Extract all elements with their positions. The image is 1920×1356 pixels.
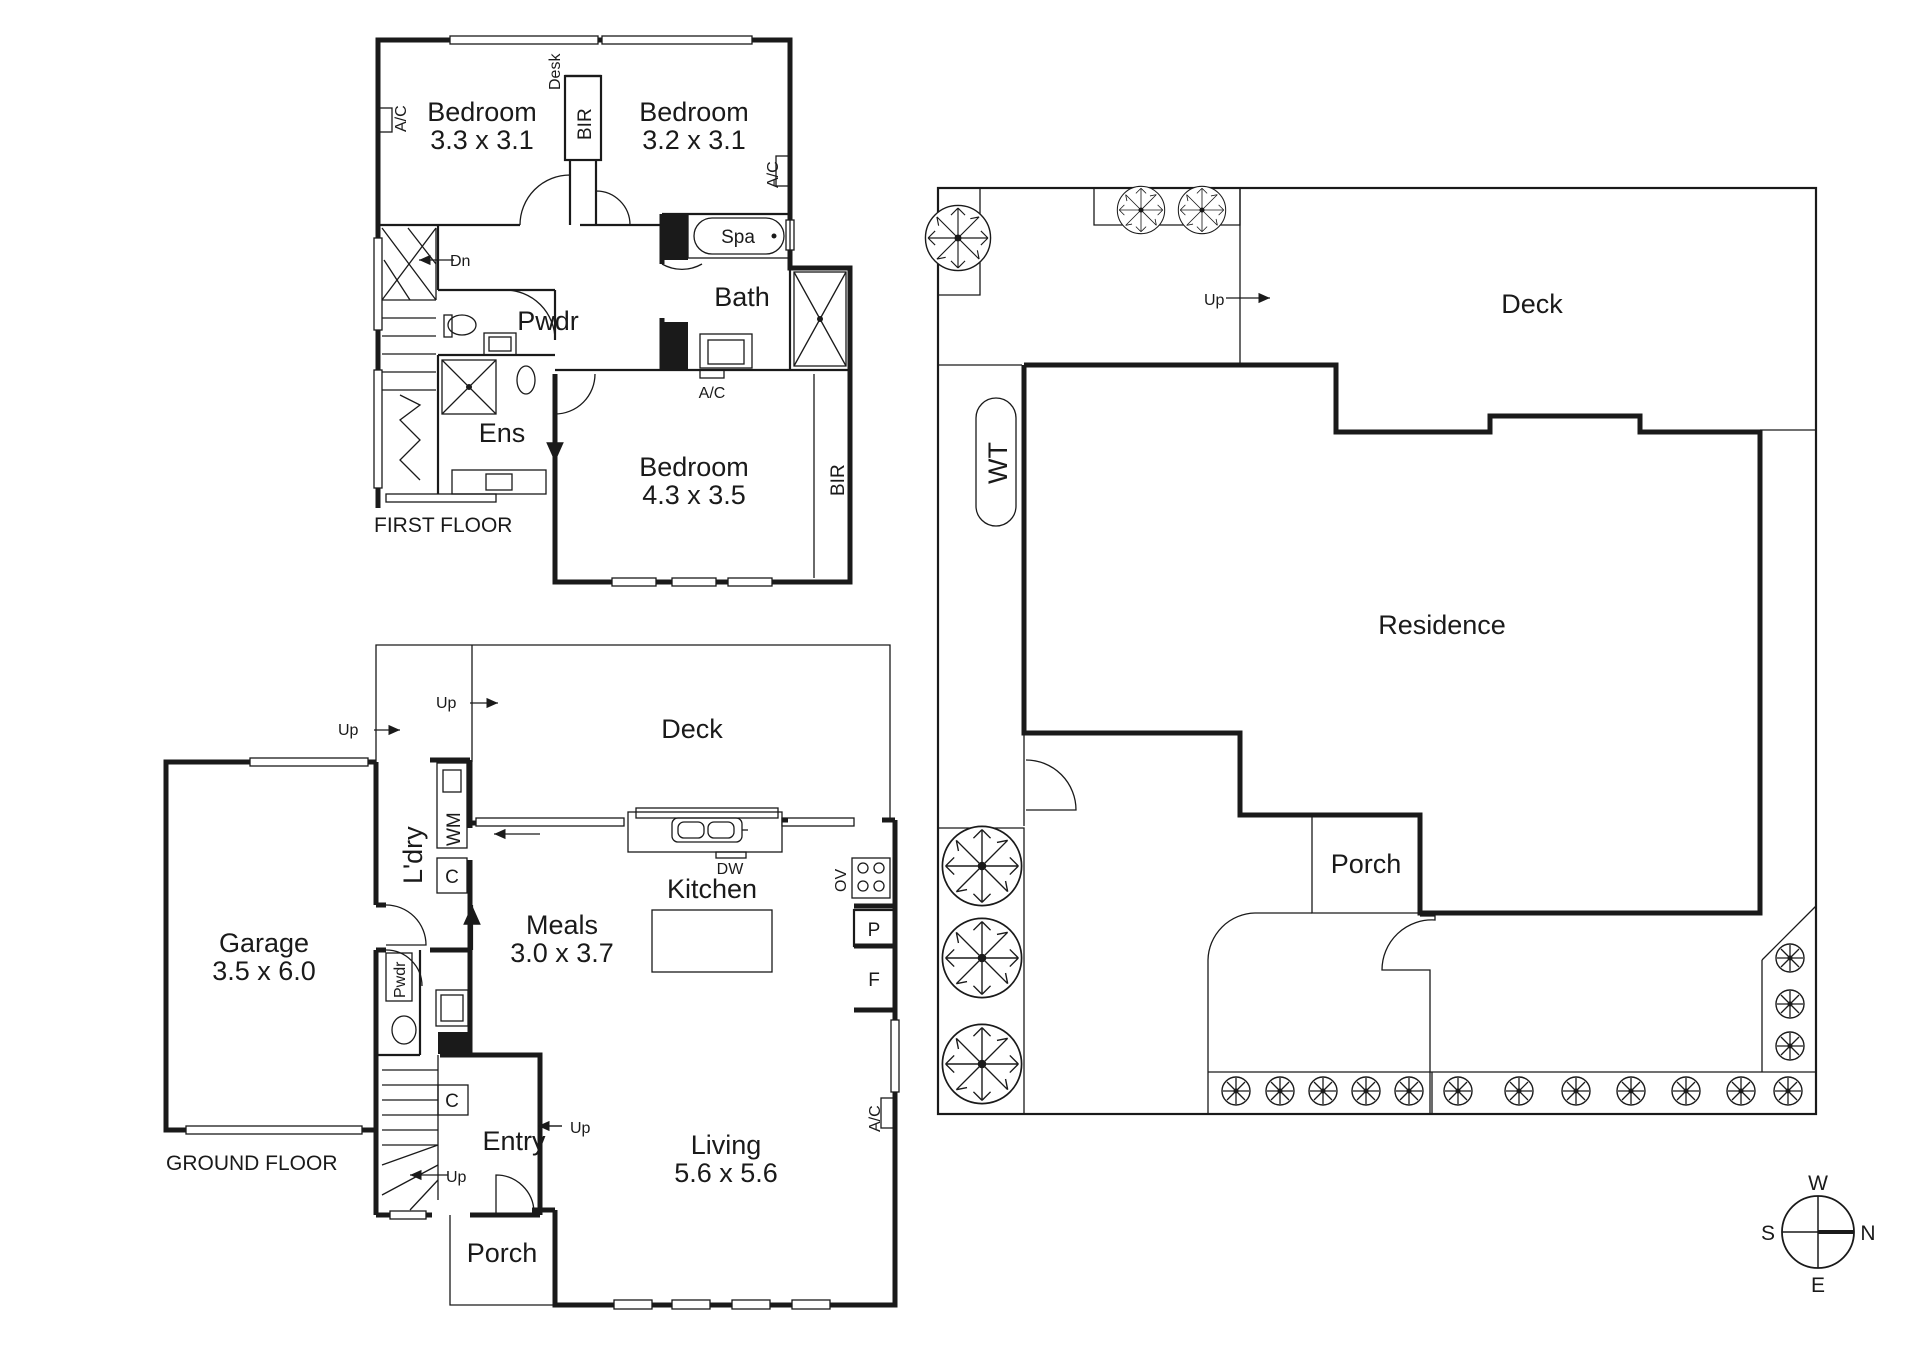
gf-kitchen-label: Kitchen	[667, 874, 757, 904]
ground-floor-plan: Deck Up Up Garage 3.5 x 6.0 L'dry WM C P…	[163, 644, 900, 1310]
stairs-first	[381, 227, 454, 481]
compass-icon: W S N E	[1761, 1172, 1876, 1297]
ff-desk-label: Desk	[547, 53, 564, 90]
gf-up-entry: Up	[570, 1120, 591, 1137]
gf-c-laundry-label: C	[445, 867, 459, 888]
stairs-ground	[381, 1055, 469, 1220]
compass-s: S	[1761, 1222, 1775, 1245]
gf-wm-label: WM	[444, 812, 465, 846]
site-up-label: Up	[1204, 292, 1225, 309]
gf-c-entry-label: C	[445, 1091, 459, 1112]
ff-dn-label: Dn	[450, 253, 470, 270]
gf-laundry-label: L'dry	[398, 826, 428, 884]
gf-f-label: F	[868, 970, 880, 991]
gf-meals-dim: 3.0 x 3.7	[510, 938, 614, 968]
first-floor-plan: Bedroom 3.3 x 3.1 Bedroom 3.2 x 3.1 Bedr…	[373, 35, 853, 587]
ground-floor-title: GROUND FLOOR	[166, 1152, 338, 1175]
ff-ac-e-label: A/C	[765, 161, 782, 188]
gf-entry-label: Entry	[482, 1126, 546, 1156]
ff-bedroom-e-dim: 3.2 x 3.1	[642, 125, 746, 155]
ff-bath-label: Bath	[714, 282, 770, 312]
gf-up-deck-1: Up	[338, 722, 359, 739]
gf-pwdr-label: Pwdr	[392, 961, 409, 998]
compass-n: N	[1860, 1222, 1875, 1245]
site-wt-label: WT	[983, 442, 1013, 484]
first-floor-title: FIRST FLOOR	[374, 514, 512, 537]
gf-living-dim: 5.6 x 5.6	[674, 1158, 778, 1188]
gf-garage-label: Garage	[219, 928, 309, 958]
gf-meals-label: Meals	[526, 910, 598, 940]
ff-bedroom-main-dim: 4.3 x 3.5	[642, 480, 746, 510]
ff-bir-main-label: BIR	[828, 464, 849, 496]
ff-pwdr-label: Pwdr	[517, 306, 579, 336]
ff-ens-label: Ens	[479, 418, 526, 448]
site-deck-label: Deck	[1501, 289, 1563, 319]
ff-bedroom-e-label: Bedroom	[639, 97, 749, 127]
compass-e: E	[1811, 1274, 1825, 1297]
gf-up-stair: Up	[446, 1169, 467, 1186]
gf-p-label: P	[868, 920, 881, 941]
gf-garage-dim: 3.5 x 6.0	[212, 956, 316, 986]
gf-ac-label: A/C	[867, 1105, 884, 1132]
site-residence-label: Residence	[1378, 610, 1506, 640]
ff-ac-w-label: A/C	[393, 105, 410, 132]
site-porch-label: Porch	[1331, 849, 1402, 879]
ff-bedroom-w-dim: 3.3 x 3.1	[430, 125, 534, 155]
ff-bedroom-main-label: Bedroom	[639, 452, 749, 482]
ff-ac-bath-label: A/C	[699, 385, 726, 402]
ff-bedroom-w-label: Bedroom	[427, 97, 537, 127]
gf-deck-label: Deck	[661, 714, 723, 744]
site-plan: Deck Up WT Residence Porch	[924, 185, 1818, 1116]
ff-bir-top-label: BIR	[575, 108, 596, 140]
compass-w: W	[1808, 1172, 1828, 1195]
gf-dw-label: DW	[717, 861, 745, 878]
gf-ov-label: OV	[833, 869, 850, 892]
gf-porch-label: Porch	[467, 1238, 538, 1268]
ff-spa-label: Spa	[721, 227, 755, 248]
gf-up-deck-2: Up	[436, 695, 457, 712]
gf-living-label: Living	[691, 1130, 762, 1160]
